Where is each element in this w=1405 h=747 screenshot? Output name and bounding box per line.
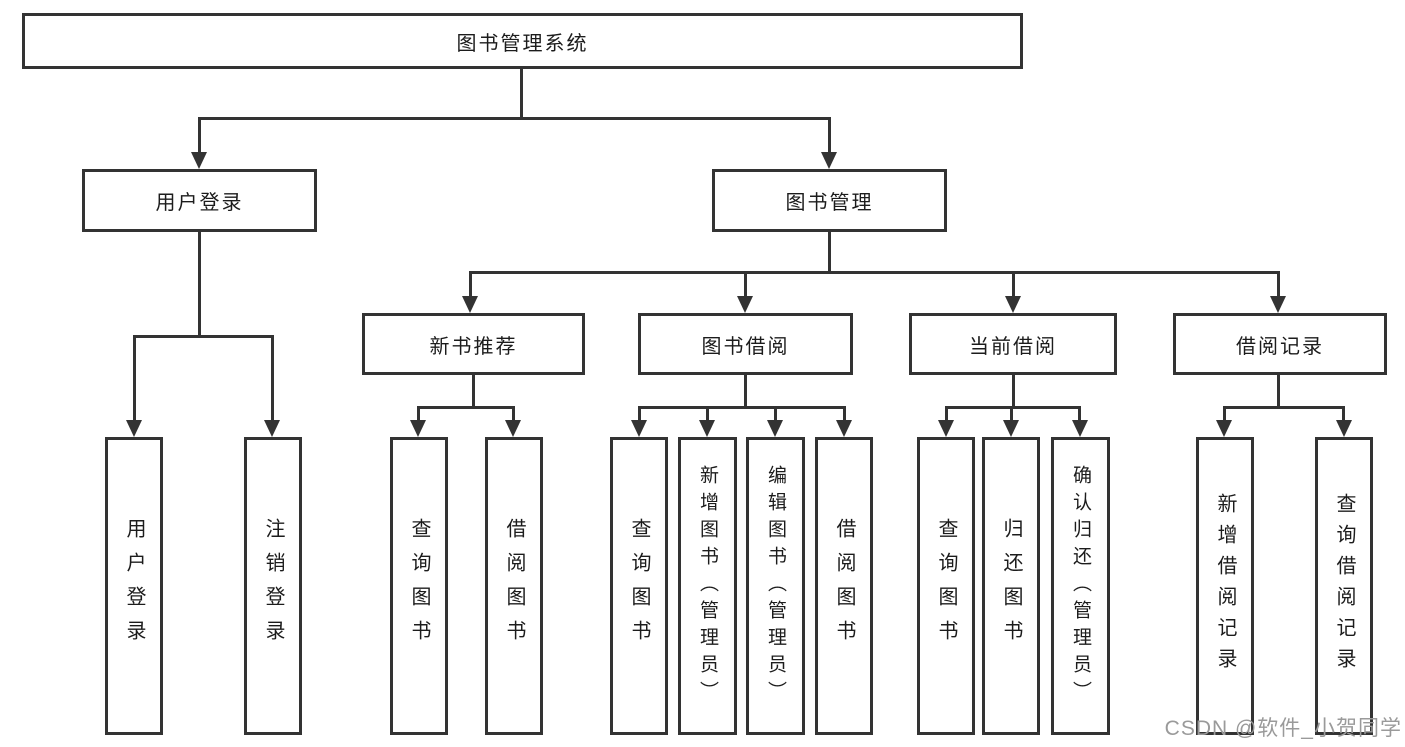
connector-to-cur-query — [945, 406, 948, 422]
connector-to-cur-confirm — [1078, 406, 1081, 422]
leaf-newbook-borrow-books: 借阅图书 — [485, 437, 543, 735]
leaf-newbook-query-books: 查询图书 — [390, 437, 448, 735]
leaf-borrow-edit-books-admin: 编辑图书（管理员） — [746, 437, 805, 735]
arrow-head-leaf-user-login — [126, 420, 142, 437]
arrow-head-bw-query — [631, 420, 647, 437]
connector-to-leaf-logout — [271, 335, 274, 421]
leaf-current-confirm-return-admin: 确认归还（管理员） — [1051, 437, 1110, 735]
connector-current-rail — [945, 406, 1081, 409]
arrow-head-rec-add — [1216, 420, 1232, 437]
leaf-records-add-record: 新增借阅记录 — [1196, 437, 1254, 735]
leaf-logout-login: 注销登录 — [244, 437, 302, 735]
connector-current-stem — [1012, 375, 1015, 409]
node-borrow-records: 借阅记录 — [1173, 313, 1387, 375]
connector-newbook-stem — [472, 375, 475, 409]
arrow-head-cur-confirm — [1072, 420, 1088, 437]
connector-login-rail — [133, 335, 274, 338]
connector-to-nb-borrow — [512, 406, 515, 422]
leaf-user-login: 用户登录 — [105, 437, 163, 735]
connector-to-bw-borrow — [843, 406, 846, 422]
arrow-head-bw-borrow — [836, 420, 852, 437]
arrow-head-nb-query — [410, 420, 426, 437]
connector-to-rec-query — [1342, 406, 1345, 422]
connector-mgmt-stem — [828, 232, 831, 274]
arrow-head-nb-borrow — [505, 420, 521, 437]
connector-to-bw-add — [706, 406, 709, 422]
node-book-mgmt: 图书管理 — [712, 169, 947, 232]
connector-root-rail — [198, 117, 831, 120]
connector-to-user-login — [198, 117, 201, 153]
connector-to-bw-edit — [774, 406, 777, 422]
connector-records-stem — [1277, 375, 1280, 409]
leaf-borrow-borrow-books: 借阅图书 — [815, 437, 873, 735]
arrow-head-bw-add — [699, 420, 715, 437]
connector-to-book-borrow — [744, 271, 747, 298]
arrow-head-cur-query — [938, 420, 954, 437]
node-root-system: 图书管理系统 — [22, 13, 1023, 69]
arrow-head-user-login — [191, 152, 207, 169]
leaf-current-return-books: 归还图书 — [982, 437, 1040, 735]
arrow-head-new-book — [462, 296, 478, 313]
connector-records-rail — [1223, 406, 1345, 409]
connector-to-borrow-records — [1277, 271, 1280, 298]
csdn-watermark: CSDN @软件_小贺同学 — [1164, 717, 1402, 740]
leaf-borrow-add-books-admin: 新增图书（管理员） — [678, 437, 737, 735]
node-current-borrow: 当前借阅 — [909, 313, 1117, 375]
connector-to-bw-query — [638, 406, 641, 422]
leaf-records-query-record: 查询借阅记录 — [1315, 437, 1373, 735]
connector-root-stem — [520, 69, 523, 119]
node-book-borrow: 图书借阅 — [638, 313, 853, 375]
arrow-head-leaf-logout — [264, 420, 280, 437]
arrow-head-rec-query — [1336, 420, 1352, 437]
arrow-head-cur-return — [1003, 420, 1019, 437]
connector-borrow-rail — [638, 406, 846, 409]
connector-mgmt-rail — [469, 271, 1280, 274]
arrow-head-book-mgmt — [821, 152, 837, 169]
connector-to-new-book — [469, 271, 472, 298]
connector-to-current-borrow — [1012, 271, 1015, 298]
connector-borrow-stem — [744, 375, 747, 409]
arrow-head-book-borrow — [737, 296, 753, 313]
leaf-current-query-books: 查询图书 — [917, 437, 975, 735]
connector-to-rec-add — [1223, 406, 1226, 422]
arrow-head-current-borrow — [1005, 296, 1021, 313]
leaf-borrow-query-books: 查询图书 — [610, 437, 668, 735]
connector-to-book-mgmt — [828, 117, 831, 153]
connector-to-nb-query — [417, 406, 420, 422]
connector-to-cur-return — [1010, 406, 1013, 422]
arrow-head-bw-edit — [767, 420, 783, 437]
connector-to-leaf-user-login — [133, 335, 136, 421]
node-new-book: 新书推荐 — [362, 313, 585, 375]
arrow-head-borrow-records — [1270, 296, 1286, 313]
connector-login-stem — [198, 232, 201, 338]
node-user-login: 用户登录 — [82, 169, 317, 232]
connector-newbook-rail — [417, 406, 515, 409]
